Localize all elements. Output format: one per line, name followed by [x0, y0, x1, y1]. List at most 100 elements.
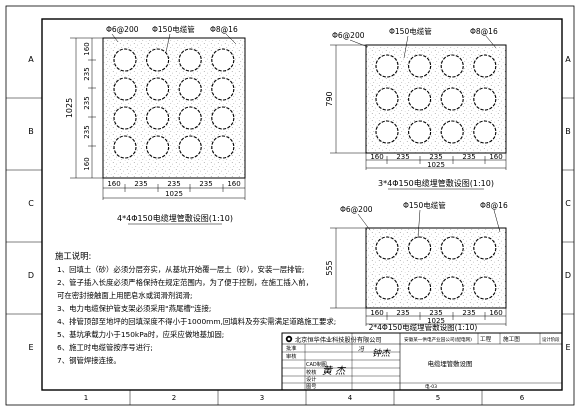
total-width: 1025	[427, 317, 445, 325]
role-cad: CAD制图	[306, 361, 327, 368]
note-line: 2、管子插入长度必须严格保持在规定范围内，为了便于控制，在施工插入前，	[57, 278, 313, 287]
total-width: 1025	[427, 161, 445, 169]
svg-text:2: 2	[172, 394, 176, 402]
cable-pipe	[473, 87, 497, 111]
svg-text:E: E	[565, 343, 570, 352]
rebar-right-label: Φ8@16	[470, 27, 498, 36]
svg-text:1: 1	[84, 394, 88, 402]
bottom-dim: 235	[462, 153, 475, 161]
role-drawing-no: 图号	[306, 383, 316, 390]
cable-pipe	[146, 77, 170, 101]
signature: 黄 杰	[322, 365, 346, 377]
project-name: 安徽某一供电产业园公司(配电网)	[404, 336, 472, 343]
height-dimension: 1025	[65, 98, 74, 118]
svg-text:E: E	[28, 343, 33, 352]
grid-numbers: 1 2 3 4 5 6	[84, 394, 525, 402]
note-line: 5、基坑承载力小于150kPa时，应采应做地基加固;	[57, 330, 225, 339]
cable-pipe	[375, 236, 399, 260]
cable-pipe	[211, 106, 235, 130]
outer-border	[5, 5, 575, 406]
bottom-dim: 235	[134, 180, 147, 188]
height-dimension: 790	[325, 91, 334, 106]
cable-pipe	[375, 87, 399, 111]
stage-label: 工程	[480, 335, 492, 343]
grid-letters: A B C D E A B C D E	[28, 55, 571, 352]
cable-pipe	[178, 135, 202, 159]
drawing-2x4: Φ6@200 Φ150电缆管 Φ8@16 555 160 235 235 235…	[325, 200, 508, 332]
cable-pipe	[178, 48, 202, 72]
title-block	[281, 332, 563, 391]
notes-title: 施工说明:	[55, 251, 92, 261]
cable-pipe	[408, 236, 432, 260]
svg-text:D: D	[28, 271, 34, 280]
side-dim: 160	[83, 42, 91, 55]
cable-pipe	[375, 54, 399, 78]
cable-pipe	[440, 120, 464, 144]
bottom-dim: 160	[370, 153, 383, 161]
svg-text:6: 6	[520, 394, 525, 402]
bottom-dim: 160	[370, 309, 383, 317]
cable-pipe	[408, 120, 432, 144]
bottom-dim: 235	[396, 153, 409, 161]
cable-pipe	[440, 54, 464, 78]
pipe-grid-4x4	[113, 48, 235, 159]
role-approve: 批准	[286, 344, 296, 352]
cable-pipe	[473, 236, 497, 260]
grid-ticks	[6, 97, 574, 405]
drawing-3x4: Φ6@200 Φ150电缆管 Φ8@16 790 160 235 235 235…	[325, 26, 507, 190]
cable-pipe	[473, 54, 497, 78]
bottom-dim: 235	[199, 180, 212, 188]
bottom-dim: 160	[107, 180, 120, 188]
svg-text:A: A	[28, 55, 34, 64]
svg-text:4: 4	[348, 394, 353, 402]
cable-pipe	[178, 106, 202, 130]
cable-pipe	[178, 77, 202, 101]
design-stage: 施工图	[503, 335, 520, 343]
cable-pipe	[440, 87, 464, 111]
drawing-title: 电缆埋管敷设图	[428, 359, 473, 368]
cable-pipe	[113, 135, 137, 159]
bottom-dim: 235	[429, 309, 442, 317]
bottom-dim: 235	[462, 309, 475, 317]
svg-text:D: D	[565, 271, 571, 280]
svg-text:5: 5	[436, 394, 440, 402]
cable-pipe	[473, 276, 497, 300]
note-line: 6、施工时电缆管按序号进行;	[57, 343, 153, 352]
note-line: 4、排管顶部至地坪的回填深度不得小于1000mm,回填料及夯实需满足道路施工要求…	[57, 317, 337, 326]
cable-pipe	[211, 77, 235, 101]
height-dimension: 555	[325, 260, 334, 275]
rebar-right-label: Φ8@16	[210, 25, 238, 34]
rebar-left-label: Φ6@200	[106, 25, 139, 34]
svg-text:B: B	[28, 127, 34, 136]
cable-pipe	[113, 48, 137, 72]
rebar-left-label: Φ6@200	[340, 205, 373, 214]
bottom-dim: 160	[489, 309, 502, 317]
cable-pipe	[211, 135, 235, 159]
note-line: 3、电力电缆保护管支架必须采用"燕尾槽"连接;	[57, 304, 212, 313]
cable-pipe	[211, 48, 235, 72]
svg-text:C: C	[565, 199, 571, 208]
bottom-dim: 235	[429, 153, 442, 161]
svg-text:B: B	[565, 127, 571, 136]
pipe-label: Φ150电缆管	[152, 24, 195, 34]
note-line: 可在密封接触面上用肥皂水或润滑剂润滑;	[57, 291, 193, 300]
note-line: 1、回填土（砂）必须分层夯实，从基坑开始覆一层土（砂），安装一层排管;	[57, 265, 305, 274]
pipe-grid-2x4	[375, 236, 497, 300]
signature: 钟杰	[372, 348, 391, 359]
drawing-4x4: Φ6@200 Φ150电缆管 Φ8@16 1025 160 235 235 23…	[65, 24, 246, 225]
cable-pipe	[375, 120, 399, 144]
bottom-dim: 160	[489, 153, 502, 161]
role-check: 校核	[306, 368, 316, 376]
caption: 4*4Φ150电缆埋管敷设图(1:10)	[117, 213, 233, 223]
role-review: 审核	[286, 352, 296, 360]
cable-pipe	[146, 106, 170, 130]
pipe-label: Φ150电缆管	[389, 26, 432, 36]
cable-pipe	[113, 106, 137, 130]
cable-pipe	[408, 54, 432, 78]
pipe-label: Φ150电缆管	[403, 200, 446, 210]
cable-pipe	[146, 48, 170, 72]
cable-pipe	[440, 236, 464, 260]
signature: 冯	[358, 346, 365, 353]
side-dim: 235	[83, 96, 91, 109]
